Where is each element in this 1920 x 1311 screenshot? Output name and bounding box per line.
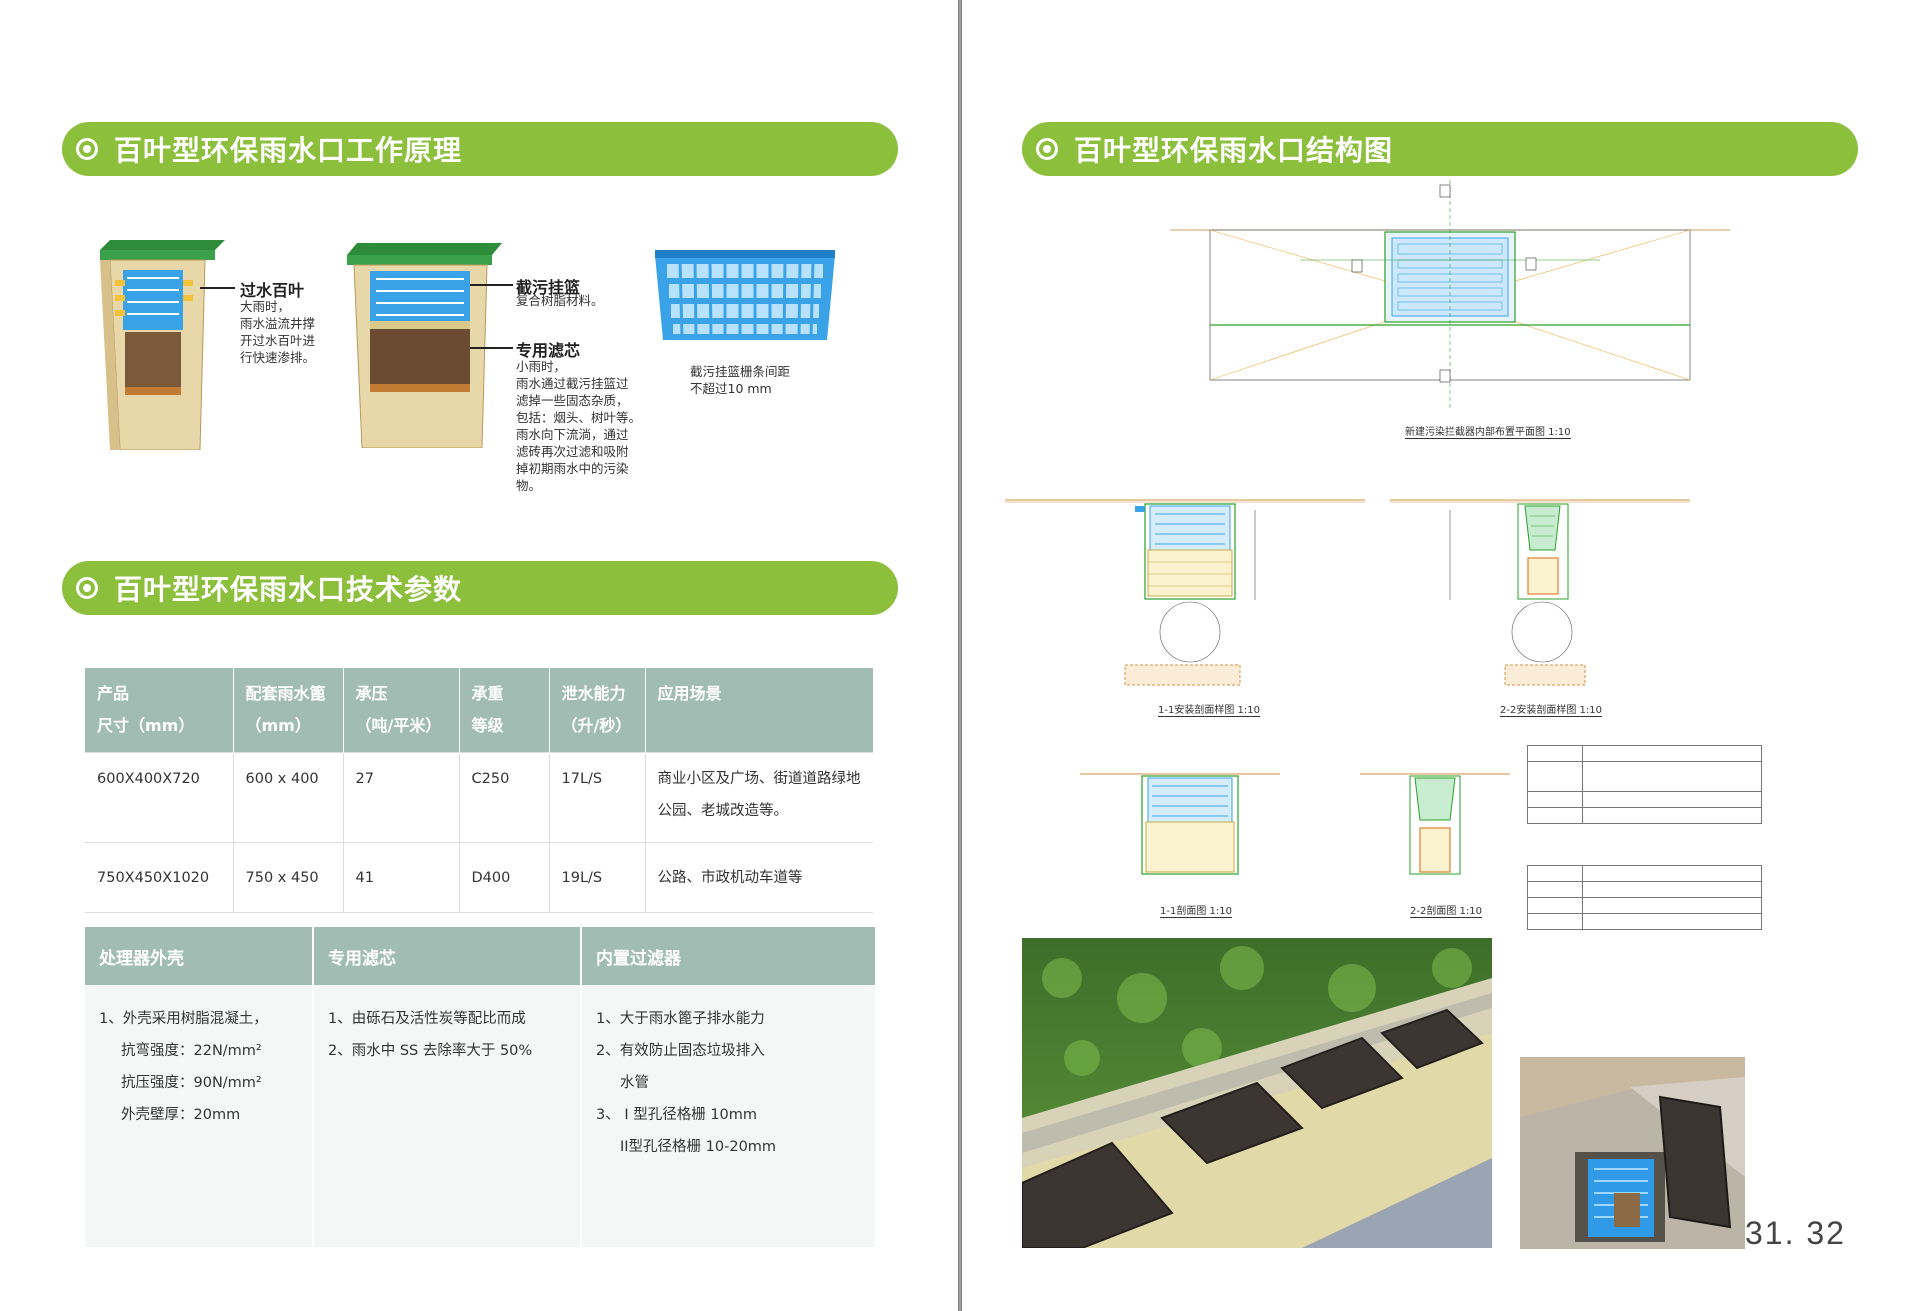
- section-2-2-drawing: [1360, 773, 1510, 875]
- street-grate-photo: [1022, 938, 1492, 1248]
- filter-title: 专用滤芯: [516, 341, 581, 360]
- louver-desc: 大雨时， 雨水溢流井撑 开过水百叶进 行快速渗排。: [240, 299, 316, 365]
- louver-leader-line: [200, 287, 235, 289]
- basket-desc: 复合树脂材料。: [516, 293, 604, 308]
- plan-view-drawing: [1170, 180, 1730, 410]
- circle-bullet-icon: [76, 138, 98, 160]
- section-1-1-caption: 1-1剖面图 1:10: [1160, 902, 1232, 918]
- filter-leader-line: [470, 347, 513, 349]
- circle-bullet-icon: [1036, 138, 1058, 160]
- feature-table: 处理器外壳 专用滤芯 内置过滤器 1、外壳采用树脂混凝土， 抗弯强度：22N/m…: [85, 927, 875, 1247]
- section-2-2-install-caption: 2-2安装剖面样图 1:10: [1500, 701, 1602, 717]
- installed-basket-photo: [1520, 1057, 1745, 1249]
- table-row: 750X450X1020 750 x 450 41 D400 19L/S 公路、…: [85, 842, 873, 913]
- section-title-principle: 百叶型环保雨水口工作原理: [62, 122, 898, 176]
- table-row: 1、外壳采用树脂混凝土， 抗弯强度：22N/mm² 抗压强度：90N/mm² 外…: [85, 985, 875, 1247]
- louver-title: 过水百叶: [240, 281, 305, 300]
- basket-box-illustration: [347, 243, 502, 448]
- blue-basket-illustration: [655, 250, 835, 340]
- circle-bullet-icon: [76, 577, 98, 599]
- section-1-1-install-drawing: [1005, 499, 1365, 686]
- louver-box-illustration: [100, 240, 225, 450]
- design-spec-table: ​​ ​​ ​​ ​​: [1527, 745, 1762, 824]
- section-title-structure: 百叶型环保雨水口结构图: [1022, 122, 1858, 176]
- section-1-1-install-caption: 1-1安装剖面样图 1:10: [1158, 701, 1260, 717]
- spec-table-header: 产品尺寸（mm） 配套雨水篦（mm） 承压（吨/平米） 承重等级 泄水能力（升/…: [85, 668, 873, 753]
- page-number: 31. 32: [1745, 1215, 1846, 1251]
- section-2-2-caption: 2-2剖面图 1:10: [1410, 902, 1482, 918]
- left-page: 百叶型环保雨水口工作原理 过水百叶 大雨时， 雨水溢流井撑 开过水百叶进 行快速…: [0, 0, 958, 1311]
- feature-table-header: 处理器外壳 专用滤芯 内置过滤器: [85, 927, 875, 985]
- plan-caption: 新建污染拦截器内部布置平面图 1:10: [1405, 423, 1571, 439]
- section-1-1-drawing: [1080, 773, 1280, 875]
- table-row: 600X400X720 600 x 400 27 C250 17L/S 商业小区…: [85, 752, 873, 843]
- section-2-2-install-drawing: [1390, 499, 1690, 686]
- basket-title: 截污挂篮: [516, 278, 581, 297]
- section-title-specs: 百叶型环保雨水口技术参数: [62, 561, 898, 615]
- filter-desc: 小雨时， 雨水通过截污挂篮过 滤掉一些固态杂质， 包括：烟头、树叶等。 雨水向下…: [516, 359, 642, 493]
- basket-leader-line: [470, 284, 513, 286]
- material-spec-table: ​​ ​​ ​​ ​​: [1527, 865, 1762, 930]
- basket-spacing-note: 截污挂篮栅条间距 不超过10 mm: [690, 364, 791, 396]
- spec-table: 产品尺寸（mm） 配套雨水篦（mm） 承压（吨/平米） 承重等级 泄水能力（升/…: [85, 668, 873, 913]
- book-spine: [958, 0, 962, 1311]
